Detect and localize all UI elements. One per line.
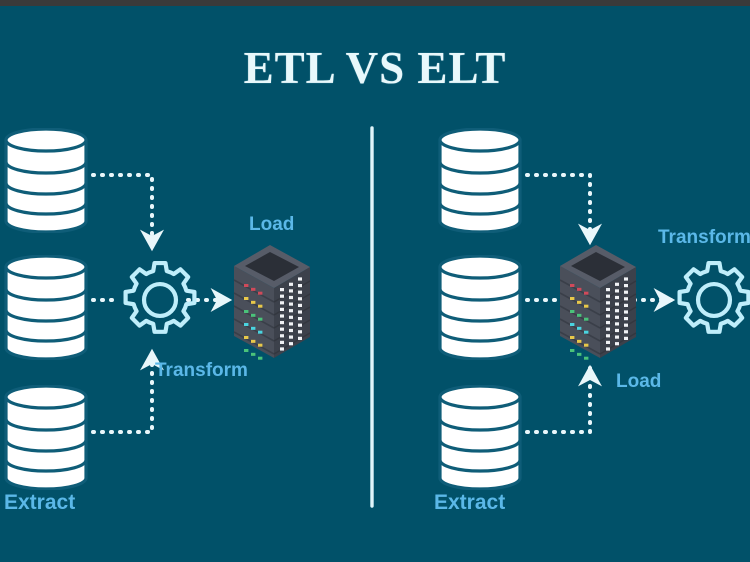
etl-extract-label: Extract: [4, 491, 76, 514]
elt-transform-label: Transform: [658, 227, 750, 248]
etl-path-bottom-db-to-gear: [82, 348, 164, 434]
etl-load-label: Load: [249, 214, 295, 235]
elt-source-db-bottom: [438, 385, 522, 490]
etl-panel: [4, 128, 311, 490]
etl-transform-gear-icon: [126, 263, 195, 332]
etl-source-db-middle: [4, 255, 88, 360]
etl-data-warehouse-server-icon: [233, 244, 311, 361]
elt-load-label: Load: [616, 371, 662, 392]
page-title: ETL VS ELT: [243, 43, 507, 93]
elt-source-db-top: [438, 128, 522, 233]
elt-data-warehouse-server-icon: [559, 244, 637, 361]
elt-transform-gear-icon: [680, 263, 749, 332]
elt-source-db-middle: [438, 255, 522, 360]
top-bar: [0, 0, 750, 6]
elt-extract-label: Extract: [434, 491, 506, 514]
elt-path-top-db-to-warehouse: [516, 173, 602, 246]
etl-source-db-bottom: [4, 385, 88, 490]
elt-panel: [438, 128, 749, 490]
etl-transform-label: Transform: [155, 360, 248, 381]
etl-source-db-top: [4, 128, 88, 233]
etl-path-top-db-to-gear: [82, 173, 164, 252]
elt-path-bottom-db-to-warehouse: [516, 364, 602, 434]
